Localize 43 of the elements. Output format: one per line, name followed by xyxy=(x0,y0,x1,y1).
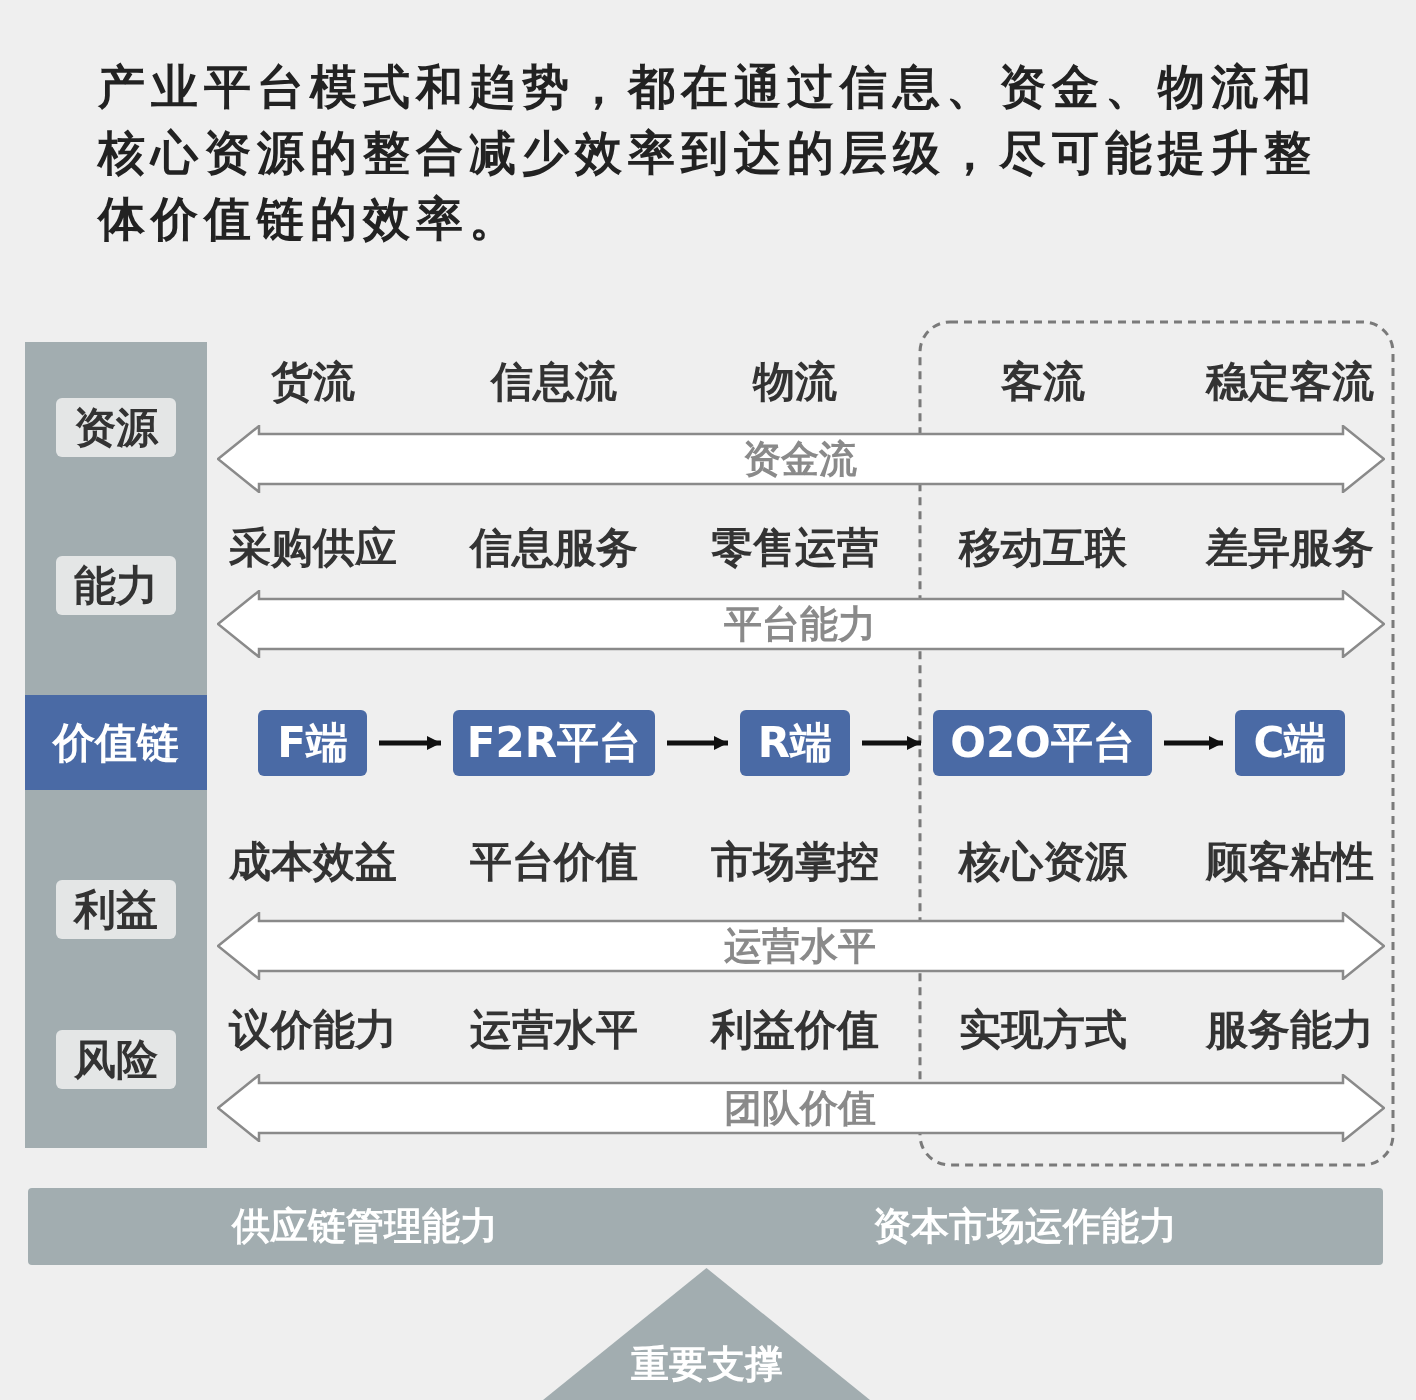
row-text: 核心资源 xyxy=(957,836,1129,888)
highlight-band: 价值链 xyxy=(25,695,207,790)
column-heading: 信息流 xyxy=(489,356,618,408)
stage-box: R端 xyxy=(740,710,850,776)
stage-box: C端 xyxy=(1235,710,1345,776)
row-text: 实现方式 xyxy=(958,1004,1128,1056)
column-heading: 稳定客流 xyxy=(1204,356,1375,408)
row-text: 运营水平 xyxy=(469,1004,639,1056)
bar-label: 供应链管理能力 xyxy=(230,1203,499,1250)
bar-label: 资本市场运作能力 xyxy=(872,1203,1178,1250)
category-box: 能力 xyxy=(56,556,176,615)
arrow xyxy=(667,736,728,750)
row-text: 差异服务 xyxy=(1204,522,1375,574)
row-text: 平台价值 xyxy=(469,836,639,888)
row-text: 零售运营 xyxy=(710,522,880,574)
banner-label: 运营水平 xyxy=(723,922,877,970)
stage-box: O2O平台 xyxy=(933,710,1152,776)
stage-box: F2R平台 xyxy=(453,710,655,776)
row-text: 移动互联 xyxy=(957,522,1128,574)
column-heading: 客流 xyxy=(1000,356,1086,408)
stage-box: F端 xyxy=(258,710,367,776)
row-text: 市场掌控 xyxy=(710,836,880,888)
row-text: 成本效益 xyxy=(228,836,398,888)
row-text: 信息服务 xyxy=(468,522,639,574)
title: 产业平台模式和趋势，都在通过信息、资金、物流和核心资源的整合减少效率到达的层级，尽可能提升整体价值链的效率。 xyxy=(98,58,1318,248)
banner-label: 平台能力 xyxy=(723,600,877,648)
column-heading: 货流 xyxy=(270,356,356,408)
row-text: 议价能力 xyxy=(227,1004,398,1056)
category-box: 利益 xyxy=(56,880,176,939)
column-heading: 物流 xyxy=(751,356,838,408)
category-box: 资源 xyxy=(56,398,176,457)
arrow xyxy=(862,736,921,750)
support-bar xyxy=(28,1188,1383,1265)
category-box: 风险 xyxy=(56,1030,176,1089)
row-text: 采购供应 xyxy=(228,522,398,574)
row-text: 利益价值 xyxy=(709,1004,880,1056)
triangle-label: 重要支撑 xyxy=(629,1340,784,1388)
arrow xyxy=(1164,736,1223,750)
banner-label: 团队价值 xyxy=(723,1084,877,1132)
row-text: 服务能力 xyxy=(1204,1004,1375,1056)
banner-label: 资金流 xyxy=(742,435,858,483)
arrow xyxy=(379,736,441,750)
row-text: 顾客粘性 xyxy=(1204,836,1375,888)
